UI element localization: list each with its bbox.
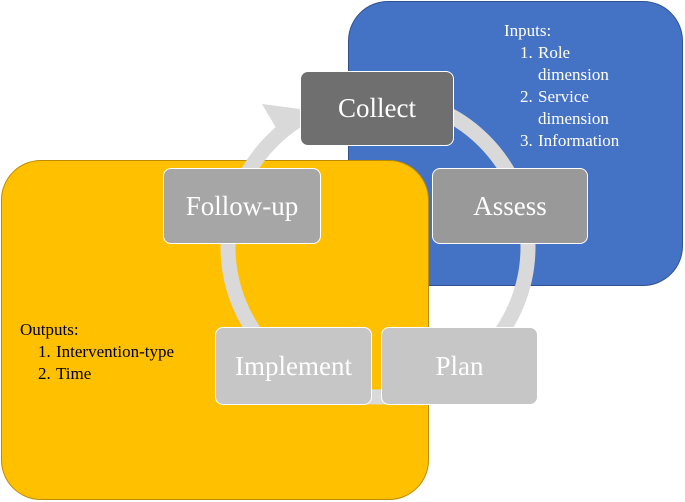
inputs-item-text: Information [538,131,620,150]
node-collect: Collect [300,71,454,146]
node-plan: Plan [381,327,538,405]
outputs-list: Outputs: 1. Intervention-type 2. Time [20,319,174,385]
outputs-item-text: Intervention-type [56,342,175,361]
cycle-arrowhead-icon [262,104,300,138]
node-follow-up: Follow-up [163,168,321,244]
node-assess: Assess [432,168,588,244]
inputs-item: 2. Service dimension [520,86,619,130]
inputs-title: Inputs: [504,21,552,40]
inputs-item: 1. Role dimension [520,42,619,86]
outputs-item-text: Time [56,364,92,383]
node-plan-label: Plan [435,350,484,381]
inputs-item-number: 2. [520,87,533,106]
inputs-item-number: 3. [520,131,533,150]
outputs-item: 1. Intervention-type [38,341,174,363]
inputs-item: 3. Information [520,130,619,152]
inputs-item-text: dimension [538,65,609,84]
node-implement: Implement [215,327,372,405]
inputs-item-text: Service [538,87,589,106]
outputs-item: 2. Time [38,363,174,385]
inputs-list: Inputs: 1. Role dimension 2. Service dim… [504,20,619,152]
outputs-item-number: 2. [38,364,51,383]
inputs-item-text: Role [538,43,571,62]
outputs-item-number: 1. [38,342,51,361]
inputs-item-text: dimension [538,109,609,128]
inputs-item-number: 1. [520,43,533,62]
node-implement-label: Implement [235,350,352,381]
node-collect-label: Collect [338,93,416,123]
node-assess-label: Assess [473,190,547,221]
outputs-title: Outputs: [20,320,79,339]
node-follow-up-label: Follow-up [185,190,299,221]
